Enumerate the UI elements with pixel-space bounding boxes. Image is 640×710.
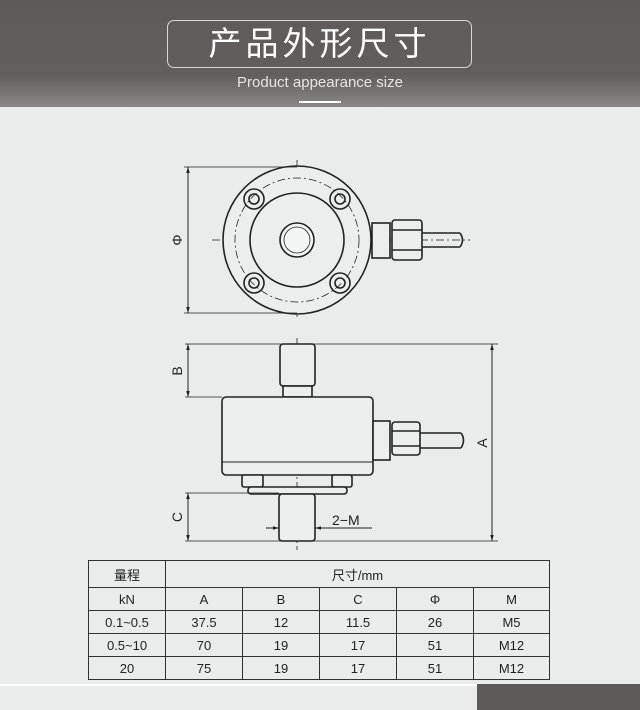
side-view	[185, 338, 498, 550]
overlay-box	[477, 684, 640, 710]
column-header: Φ	[396, 587, 474, 611]
table-header-row: kN A B C Φ M	[88, 587, 550, 611]
cell: 17	[319, 633, 397, 657]
cell: M12	[473, 633, 550, 657]
header-banner: 产品外形尺寸 Product appearance size	[0, 0, 640, 107]
column-header: B	[242, 587, 320, 611]
b-label: B	[169, 366, 185, 375]
cell: 0.5~10	[88, 633, 166, 657]
title-underline	[299, 101, 341, 103]
thread-label: 2−M	[332, 512, 360, 528]
column-header: A	[165, 587, 243, 611]
cell: 0.1~0.5	[88, 610, 166, 634]
cell: M5	[473, 610, 550, 634]
c-label: C	[169, 512, 185, 522]
cell: 20	[88, 656, 166, 680]
cell: 19	[242, 656, 320, 680]
cell: 75	[165, 656, 243, 680]
dimension-drawing: Φ B C A 2−M	[169, 160, 498, 550]
bolt-icons	[243, 188, 351, 294]
column-header: M	[473, 587, 550, 611]
cell: 51	[396, 633, 474, 657]
range-header: 量程	[88, 560, 166, 588]
top-view	[184, 160, 470, 320]
cell: 19	[242, 633, 320, 657]
cell: 70	[165, 633, 243, 657]
cell: 11.5	[319, 610, 397, 634]
divider	[0, 684, 477, 686]
page-subtitle: Product appearance size	[237, 74, 403, 91]
page-title: 产品外形尺寸	[167, 20, 472, 68]
phi-label: Φ	[169, 234, 185, 245]
cell: 37.5	[165, 610, 243, 634]
a-label: A	[474, 438, 490, 448]
column-header: kN	[88, 587, 166, 611]
cell: 26	[396, 610, 474, 634]
cell: 17	[319, 656, 397, 680]
column-header: C	[319, 587, 397, 611]
size-header: 尺寸/mm	[165, 560, 550, 588]
cell: 12	[242, 610, 320, 634]
cell: 51	[396, 656, 474, 680]
cell: M12	[473, 656, 550, 680]
